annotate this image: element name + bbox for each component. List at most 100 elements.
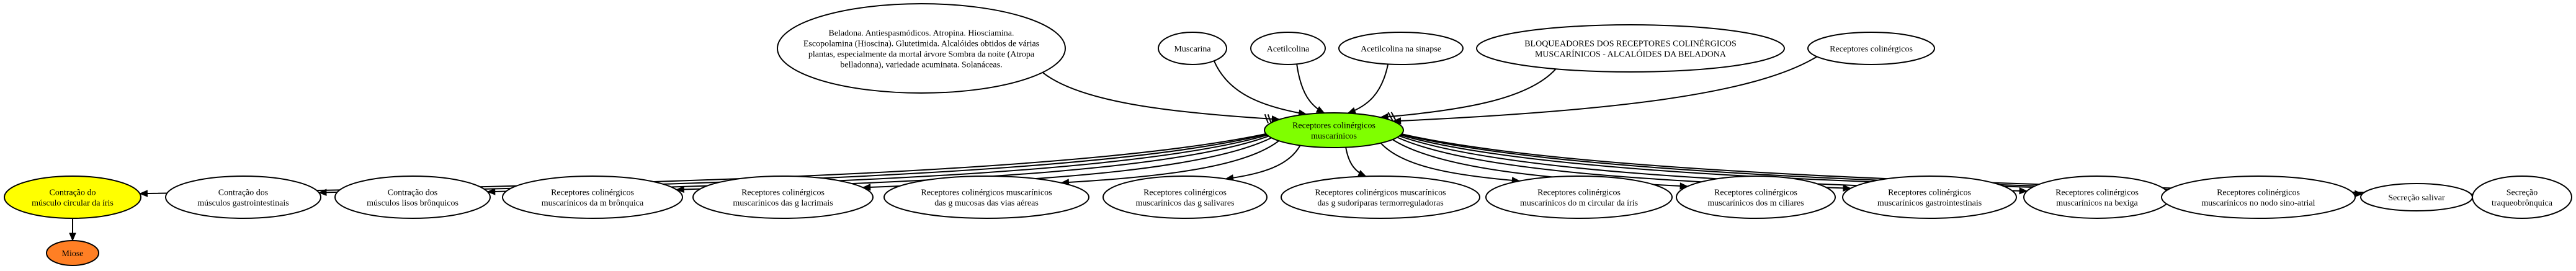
edge-src-acetilcolina-sinapse-to-center [1348,64,1389,114]
node-label: músculo circular da íris [32,198,114,208]
node-label: Acetilcolina [1267,45,1310,54]
node-label: das g sudoríparas termorreguladoras [1317,198,1443,208]
node-ellipse [692,175,874,219]
node-label: muscarínicos da m brônquica [542,198,644,208]
node-src-acetilcolina: Acetilcolina [1250,32,1326,65]
node-label: muscarínicos gastrointestinais [1877,198,1982,208]
node-label: músculos gastrointestinais [197,198,288,208]
arrowhead [318,189,327,197]
node-label: muscarínicos dos m ciliares [1707,198,1804,208]
node-ellipse [1338,32,1464,65]
node-label: belladonna), variedade acuminata. Solaná… [840,60,1002,69]
node-ellipse [165,175,321,219]
node-label: Receptores colinérgicos [741,188,825,197]
edge-src-beladona-to-center [1042,72,1280,120]
node-ellipse [1250,32,1326,65]
node-label: Receptores colinérgicos [1537,188,1621,197]
node-label: muscarínicos no nodo sino-atrial [2201,198,2315,208]
node-label: muscarínicos na bexiga [2056,198,2138,208]
node-label: Secreção salivar [2388,193,2445,203]
arrowhead [69,233,76,242]
node-label: das g mucosas das vias aéreas [934,198,1039,208]
node-label: Contração dos [218,188,268,197]
node-ellipse [1264,112,1404,148]
node-label: Receptores colinérgicos [1714,188,1797,197]
node-ellipse [2161,175,2356,219]
node-label: Beladona. Antiespasmódicos. Atropina. Hi… [828,29,1014,38]
node-label: plantas, especialmente da mortal árvore … [808,50,1035,59]
node-ellipse [777,3,1066,94]
node-src-beladona: Beladona. Antiespasmódicos. Atropina. Hi… [777,3,1066,94]
edge-src-muscarina-to-center [1213,60,1307,115]
node-label: Receptores colinérgicos [1292,121,1375,130]
node-label: Contração do [49,188,96,197]
node-label: Muscarina [1174,45,1211,54]
node-ellipse [1485,175,1673,219]
node-t-salivar: Secreção salivar [2360,183,2473,211]
edge-center-to-t-sudoriparas [1345,147,1367,177]
node-ellipse [1807,32,1935,65]
node-ellipse [1102,175,1268,219]
node-label: Secreção [2507,188,2538,197]
arrowhead [1315,106,1325,113]
arrowhead [675,185,684,193]
node-t-vias-aereas: Receptores colinérgicos muscarínicosdas … [883,175,1089,219]
node-label: Receptores colinérgicos [1143,188,1227,197]
node-ellipse [1158,32,1227,65]
nodes-layer: Beladona. Antiespasmódicos. Atropina. Hi… [4,3,2572,266]
node-label: muscarínicos [1311,131,1357,141]
node-ellipse [502,175,683,219]
node-src-receptores: Receptores colinérgicos [1807,32,1935,65]
inhibition-tick [1390,112,1397,121]
node-src-muscarina: Muscarina [1158,32,1227,65]
node-ellipse [883,175,1089,219]
node-label: traqueobrônquica [2492,198,2553,208]
node-label: Receptores colinérgicos muscarínicos [1315,188,1446,197]
arrowhead [486,188,496,195]
node-label: músculos lisos brônquicos [367,198,458,208]
edge-center-to-t-g-salivares [1225,144,1301,180]
edge-center-to-t-vias-aereas [1061,140,1279,184]
node-label: BLOQUEADORES DOS RECEPTORES COLINÉRGICOS [1524,38,1737,48]
node-label: Receptores colinérgicos muscarínicos [921,188,1052,197]
node-label: muscarínicos das g lacrimais [733,198,833,208]
node-ellipse [46,240,99,266]
inhibition-tick [1267,114,1272,124]
edges-layer [69,56,2474,242]
node-label: Receptores colinérgicos [1888,188,1971,197]
node-label: Miose [62,249,84,259]
node-label: Receptores colinérgicos [1830,45,1913,54]
node-ellipse [1842,175,2017,219]
arrowhead [1357,170,1367,177]
node-ellipse [2472,175,2572,219]
node-miose: Miose [46,240,99,266]
node-ellipse [334,175,491,219]
node-label: Receptores colinérgicos [551,188,634,197]
inhibition-tick [1264,113,1269,123]
node-ellipse [1676,175,1836,219]
edge-src-receptores-to-center [1393,56,1817,122]
inhibition-tick [1387,112,1393,122]
node-label: Acetilcolina na sinapse [1361,45,1441,54]
node-t-sudoriparas: Receptores colinérgicos muscarínicosdas … [1281,175,1480,219]
node-label: Contração dos [388,188,437,197]
node-src-bloqueadores: BLOQUEADORES DOS RECEPTORES COLINÉRGICOS… [1476,24,1785,73]
node-label: MUSCARÍNICOS - ALCALÓIDES DA BELADONA [1535,48,1727,59]
node-label: Escopolamina (Hioscina). Glutetimida. Al… [803,39,1039,48]
edge-center-to-t-m-iris [1380,142,1520,182]
node-src-acetilcolina-sinapse: Acetilcolina na sinapse [1338,32,1464,65]
node-label: Receptores colinérgicos [2217,188,2300,197]
